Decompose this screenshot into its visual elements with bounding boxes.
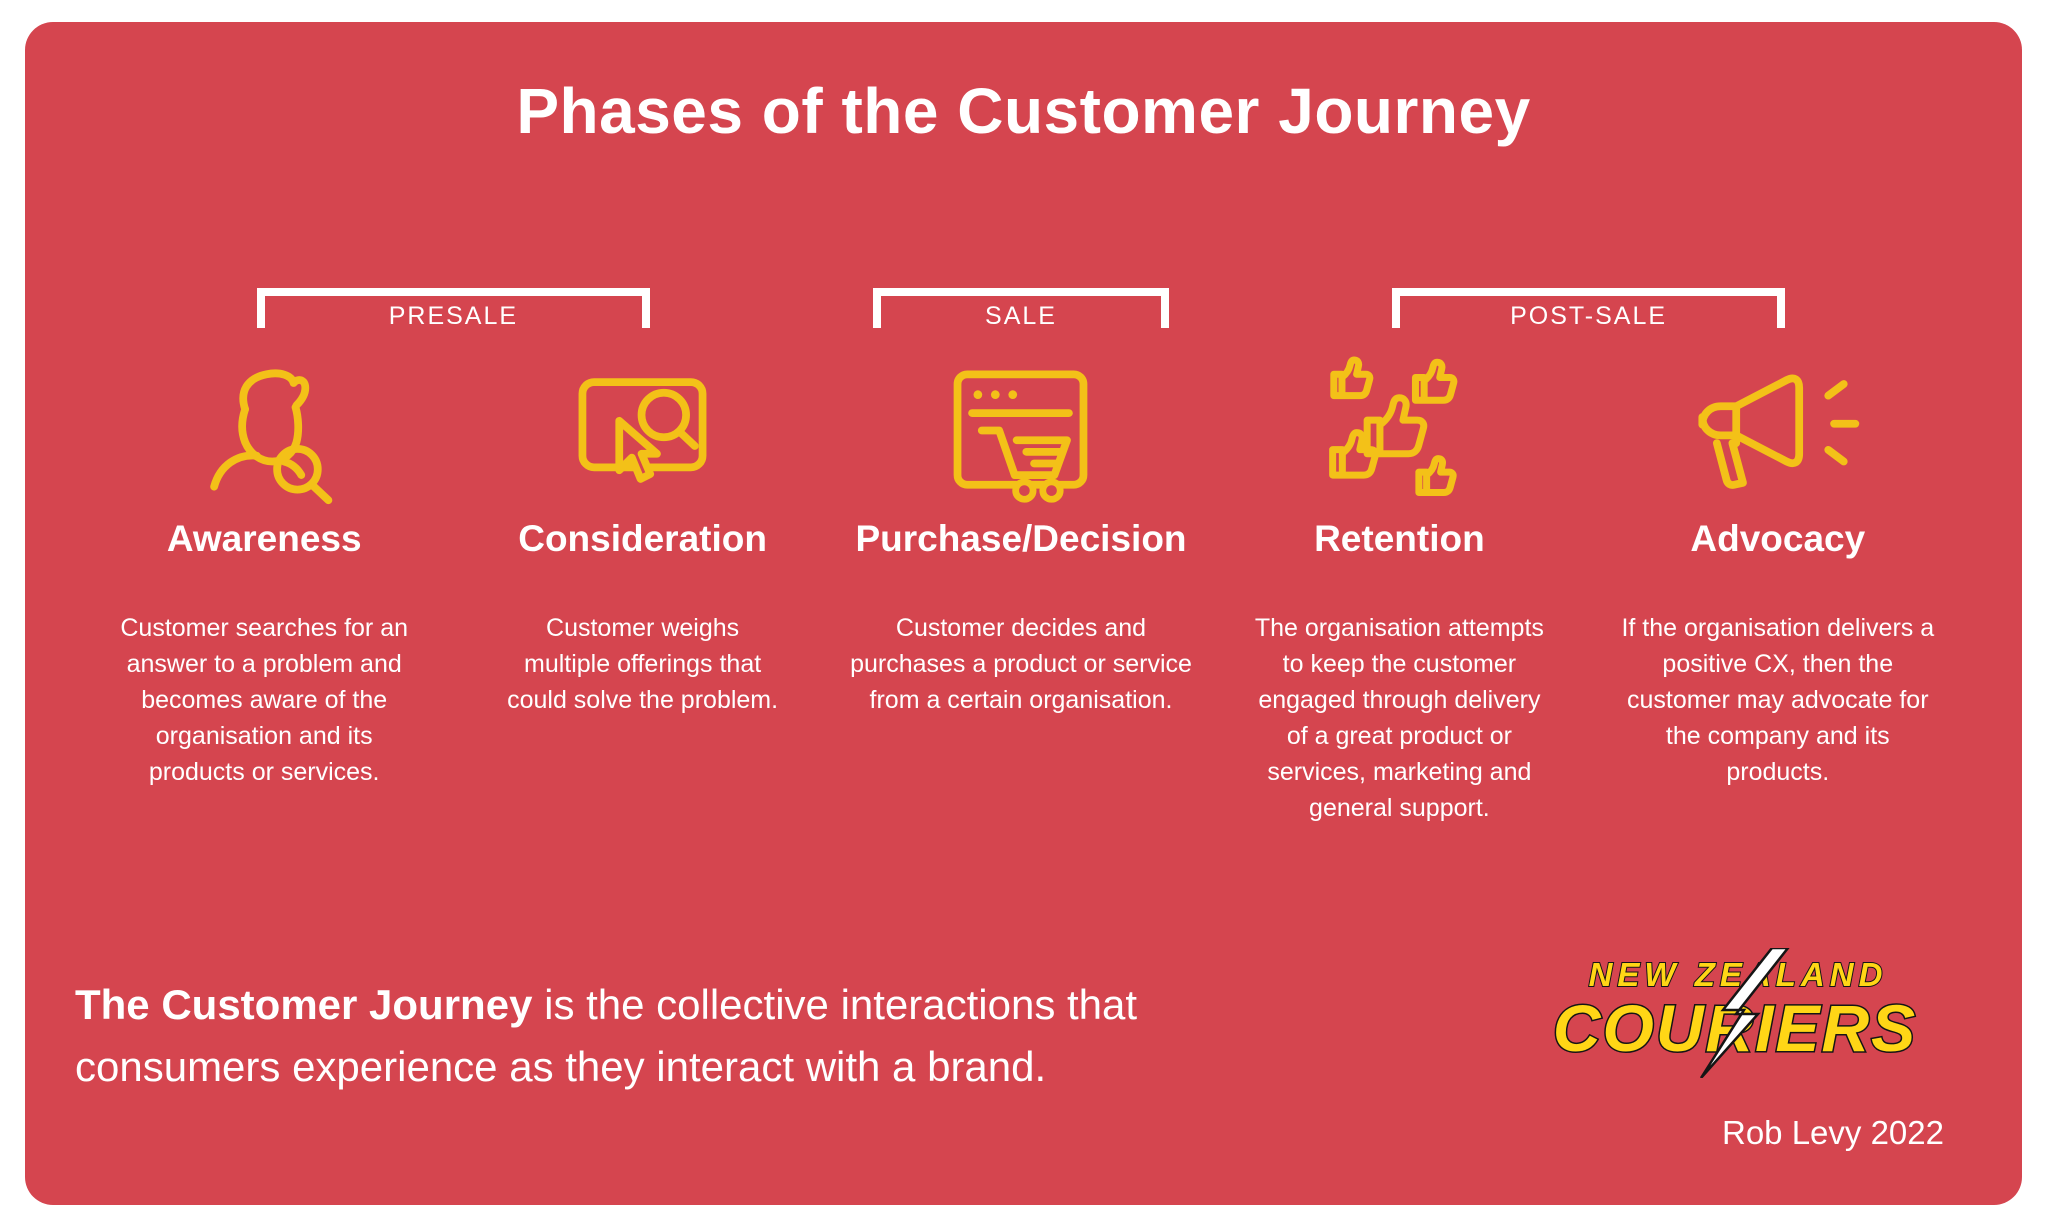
new-zealand-couriers-logo: NEW ZEALAND COURIERS bbox=[1551, 948, 1917, 1078]
advocacy-icon-wrap bbox=[1589, 342, 1967, 518]
presale-bracket: PRESALE bbox=[256, 288, 651, 330]
logo-top-text: NEW ZEALAND bbox=[1589, 956, 1888, 993]
screen-cursor-search-icon bbox=[578, 377, 707, 483]
author-credit: Rob Levy 2022 bbox=[1722, 1114, 1944, 1151]
browser-shopping-cart-icon bbox=[954, 369, 1088, 503]
awareness-icon-wrap bbox=[75, 342, 453, 518]
phase-name-purchase: Purchase/Decision bbox=[855, 518, 1187, 559]
phase-desc-retention: The organisation attempts to keep the cu… bbox=[1254, 614, 1544, 822]
post-sale-label: POST-SALE bbox=[1510, 302, 1668, 330]
phase-desc-purchase: Customer decides and purchases a product… bbox=[850, 614, 1192, 714]
megaphone-icon bbox=[1698, 374, 1860, 489]
sale-bracket: SALE bbox=[873, 288, 1169, 330]
phase-name-retention: Retention bbox=[1314, 518, 1485, 559]
phase-name-advocacy: Advocacy bbox=[1690, 518, 1866, 559]
definition-bold-text: The Customer Journey bbox=[75, 981, 533, 1028]
consideration-icon-wrap bbox=[453, 342, 831, 518]
customer-journey-definition: The Customer Journey is the collective i… bbox=[75, 974, 1155, 1098]
thumbs-up-cluster-icon bbox=[1322, 353, 1477, 508]
phases-section: PRESALE SALE POST-SALE bbox=[75, 288, 1967, 826]
phase-name-consideration: Consideration bbox=[518, 518, 767, 559]
presale-label: PRESALE bbox=[388, 302, 519, 330]
post-sale-bracket: POST-SALE bbox=[1391, 288, 1786, 330]
infographic-card: Phases of the Customer Journey PRESALE S… bbox=[25, 22, 2022, 1205]
phase-desc-advocacy: If the organisation delivers a positive … bbox=[1621, 614, 1935, 786]
lightning-bolt-icon bbox=[1699, 948, 1790, 1078]
purchase-icon-wrap bbox=[832, 342, 1210, 518]
phase-desc-consideration: Customer weighs multiple offerings that … bbox=[507, 614, 779, 714]
phase-desc-awareness: Customer searches for an answer to a pro… bbox=[120, 614, 408, 786]
phase-name-awareness: Awareness bbox=[166, 518, 362, 559]
person-search-icon bbox=[209, 368, 332, 504]
definition-rest-text: is the collective interactions that cons… bbox=[75, 981, 1138, 1090]
retention-icon-wrap bbox=[1210, 342, 1588, 518]
page-title: Phases of the Customer Journey bbox=[516, 75, 1531, 147]
sale-label: SALE bbox=[985, 302, 1057, 330]
